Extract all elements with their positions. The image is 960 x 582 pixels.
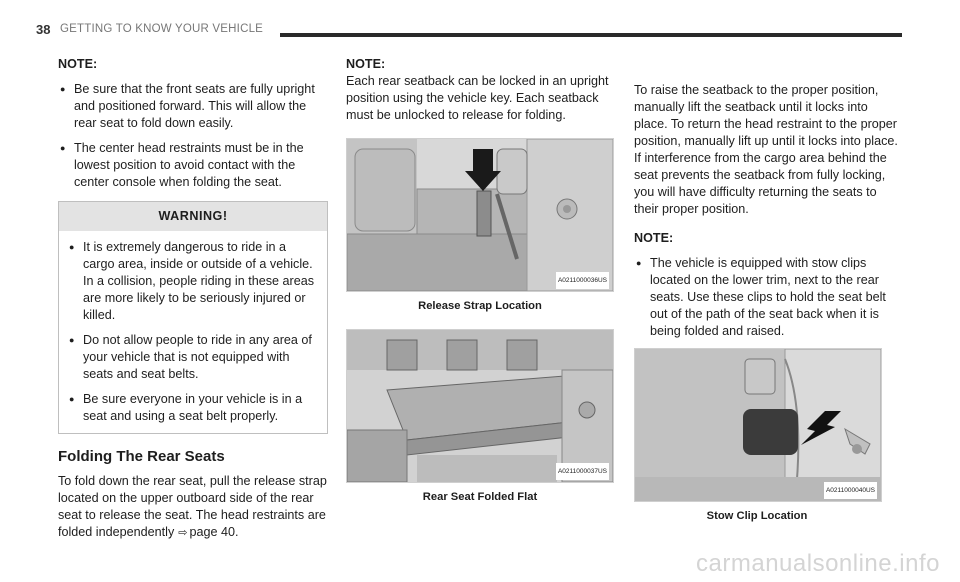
- figure-caption: Rear Seat Folded Flat: [422, 491, 538, 503]
- warning-item: It is extremely dangerous to ride in a c…: [67, 239, 319, 324]
- section-paragraph: To fold down the rear seat, pull the rel…: [58, 473, 328, 542]
- figure-seat-folded: A0211000037US: [346, 329, 614, 483]
- figure-caption: Release Strap Location: [418, 300, 542, 312]
- column-right: To raise the seatback to the proper posi…: [634, 82, 904, 525]
- note-label: NOTE:: [346, 57, 386, 71]
- figure-caption: Stow Clip Location: [706, 510, 808, 522]
- header-rule: [280, 33, 902, 37]
- column-middle: NOTE: Each rear seatback can be locked i…: [346, 56, 614, 506]
- stow-clip-illustration: [635, 349, 881, 501]
- figure-code: A0211000036US: [555, 272, 609, 289]
- column-left: NOTE: Be sure that the front seats are f…: [58, 56, 328, 550]
- note-text: Each rear seatback can be locked in an u…: [346, 74, 609, 122]
- figure-code: A0211000040US: [823, 482, 877, 499]
- page-number: 38: [36, 22, 51, 37]
- instruction-paragraph: To raise the seatback to the proper posi…: [634, 83, 898, 216]
- figure-code: A0211000037US: [555, 463, 609, 480]
- watermark-text: carmanualsonline.info: [696, 550, 940, 577]
- warning-item: Be sure everyone in your vehicle is in a…: [67, 391, 319, 425]
- bullet-item: Be sure that the front seats are fully u…: [58, 81, 328, 132]
- warning-bullets: It is extremely dangerous to ride in a c…: [67, 239, 319, 425]
- section-title: GETTING TO KNOW YOUR VEHICLE: [60, 23, 264, 35]
- figure-release-strap: A0211000036US: [346, 138, 614, 292]
- seat-folded-illustration: [347, 330, 613, 482]
- note-label: NOTE:: [634, 231, 674, 245]
- bullet-item: The center head restraints must be in th…: [58, 140, 328, 191]
- figure-stow-clip: A0211000040US: [634, 348, 882, 502]
- note-bullets: Be sure that the front seats are fully u…: [58, 81, 328, 191]
- page-reference-link[interactable]: page 40.: [189, 525, 239, 539]
- note-bullets: The vehicle is equipped with stow clips …: [634, 255, 904, 340]
- warning-title: WARNING!: [59, 202, 327, 231]
- arrow-right-icon: ⇨: [178, 527, 188, 539]
- page-header: 38 GETTING TO KNOW YOUR VEHICLE: [36, 22, 902, 46]
- bullet-item: The vehicle is equipped with stow clips …: [634, 255, 904, 340]
- release-strap-illustration: [347, 139, 613, 291]
- warning-box: WARNING! It is extremely dangerous to ri…: [58, 201, 328, 434]
- section-heading: Folding The Rear Seats: [58, 448, 225, 465]
- warning-item: Do not allow people to ride in any area …: [67, 332, 319, 383]
- note-label: NOTE:: [58, 57, 98, 71]
- section-text: To fold down the rear seat, pull the rel…: [58, 474, 327, 539]
